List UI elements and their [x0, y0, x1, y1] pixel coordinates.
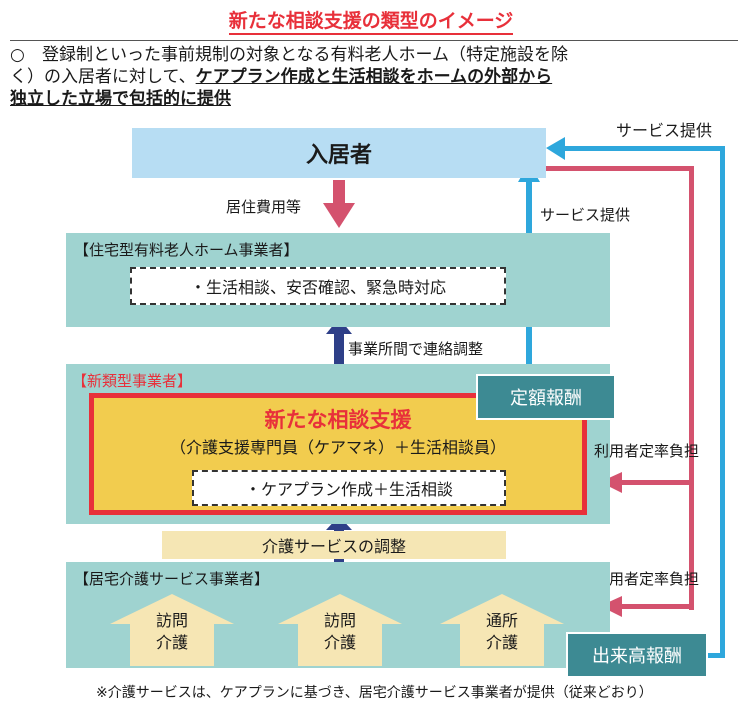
home-operator-panel: 【住宅型有料老人ホーム事業者】 ・生活相談、安否確認、緊急時対応 [66, 233, 610, 327]
house-icon [110, 594, 234, 666]
title-divider [10, 40, 738, 41]
cost-arrow [323, 180, 355, 228]
house-1-line-2: 介護 [155, 633, 188, 652]
house-visit-care-1: 訪問 介護 [110, 592, 234, 666]
new-consultation-subtitle: （介護支援専門員（ケアマネ）＋生活相談員） [169, 438, 506, 457]
actual-fee-badge: 出来高報酬 [566, 632, 708, 678]
intro-paragraph: ○ 登録制といった事前規制の対象となる有料老人ホーム（特定施設を除 く）の入居者に… [10, 44, 742, 110]
diagram-title: 新たな相談支援の類型のイメージ [0, 6, 742, 35]
resident-label: 入居者 [305, 143, 372, 168]
resident-box: 入居者 [132, 128, 546, 178]
liaison-label: 事業所間で連絡調整 [348, 340, 484, 358]
fixed-fee-badge: 定額報酬 [476, 374, 616, 420]
service-provide-inner-label: サービス提供 [540, 206, 631, 224]
fixed-fee-label: 定額報酬 [510, 388, 582, 409]
house-2-line-1: 訪問 [323, 611, 356, 630]
actual-fee-label: 出来高報酬 [592, 646, 682, 667]
house-1-line-1: 訪問 [155, 611, 188, 630]
house-icon [440, 594, 564, 666]
care-adjust-label: 介護サービスの調整 [261, 537, 406, 556]
house-3-line-1: 通所 [485, 611, 518, 630]
new-consultation-services-text: ・ケアプラン作成＋生活相談 [244, 480, 453, 499]
copay-bottom-label: 利用者定率負担 [594, 570, 700, 588]
house-day-care: 通所 介護 [440, 592, 564, 666]
service-provide-outer-label: サービス提供 [616, 121, 713, 140]
copay-arrows [546, 166, 694, 617]
home-operator-services-text: ・生活相談、安否確認、緊急時対応 [189, 278, 446, 297]
intro-line-2-plain: く）の入居者に対して、 [10, 67, 196, 87]
home-care-header: 【居宅介護サービス事業者】 [74, 570, 270, 588]
house-visit-care-2: 訪問 介護 [278, 592, 402, 666]
intro-line-2-bold: ケアプラン作成と生活相談をホームの外部から [195, 67, 553, 87]
intro-line-2: く）の入居者に対して、ケアプラン作成と生活相談をホームの外部から [10, 66, 742, 88]
house-icon [278, 594, 402, 666]
house-2-label: 訪問 介護 [278, 610, 402, 654]
intro-line-3: 独立した立場で包括的に提供 [10, 88, 742, 110]
home-operator-header: 【住宅型有料老人ホーム事業者】 [74, 241, 299, 259]
footnote: ※介護サービスは、ケアプランに基づき、居宅介護サービス事業者が提供（従来どおり） [96, 685, 653, 701]
copay-top-label: 利用者定率負担 [594, 442, 700, 460]
intro-line-1-text: 登録制といった事前規制の対象となる有料老人ホーム（特定施設を除 [42, 45, 568, 65]
house-1-label: 訪問 介護 [110, 610, 234, 654]
intro-line-3-bold: 独立した立場で包括的に提供 [10, 89, 231, 109]
home-operator-services: ・生活相談、安否確認、緊急時対応 [130, 267, 506, 305]
intro-line-1: ○ 登録制といった事前規制の対象となる有料老人ホーム（特定施設を除 [10, 44, 742, 66]
diagram-title-text: 新たな相談支援の類型のイメージ [228, 10, 514, 35]
house-3-label: 通所 介護 [440, 610, 564, 654]
care-adjust-banner: 介護サービスの調整 [162, 531, 506, 559]
intro-bullet: ○ [10, 45, 25, 65]
house-2-line-2: 介護 [323, 633, 356, 652]
cost-label: 居住費用等 [226, 198, 302, 216]
new-consultation-title: 新たな相談支援 [264, 408, 412, 432]
home-care-panel: 【居宅介護サービス事業者】 訪問 介護 訪問 介護 通所 介護 [66, 562, 610, 668]
new-operator-header: 【新類型事業者】 [72, 372, 193, 390]
service-arrow-outer [546, 137, 725, 658]
house-3-line-2: 介護 [485, 633, 518, 652]
new-consultation-services: ・ケアプラン作成＋生活相談 [192, 470, 506, 506]
